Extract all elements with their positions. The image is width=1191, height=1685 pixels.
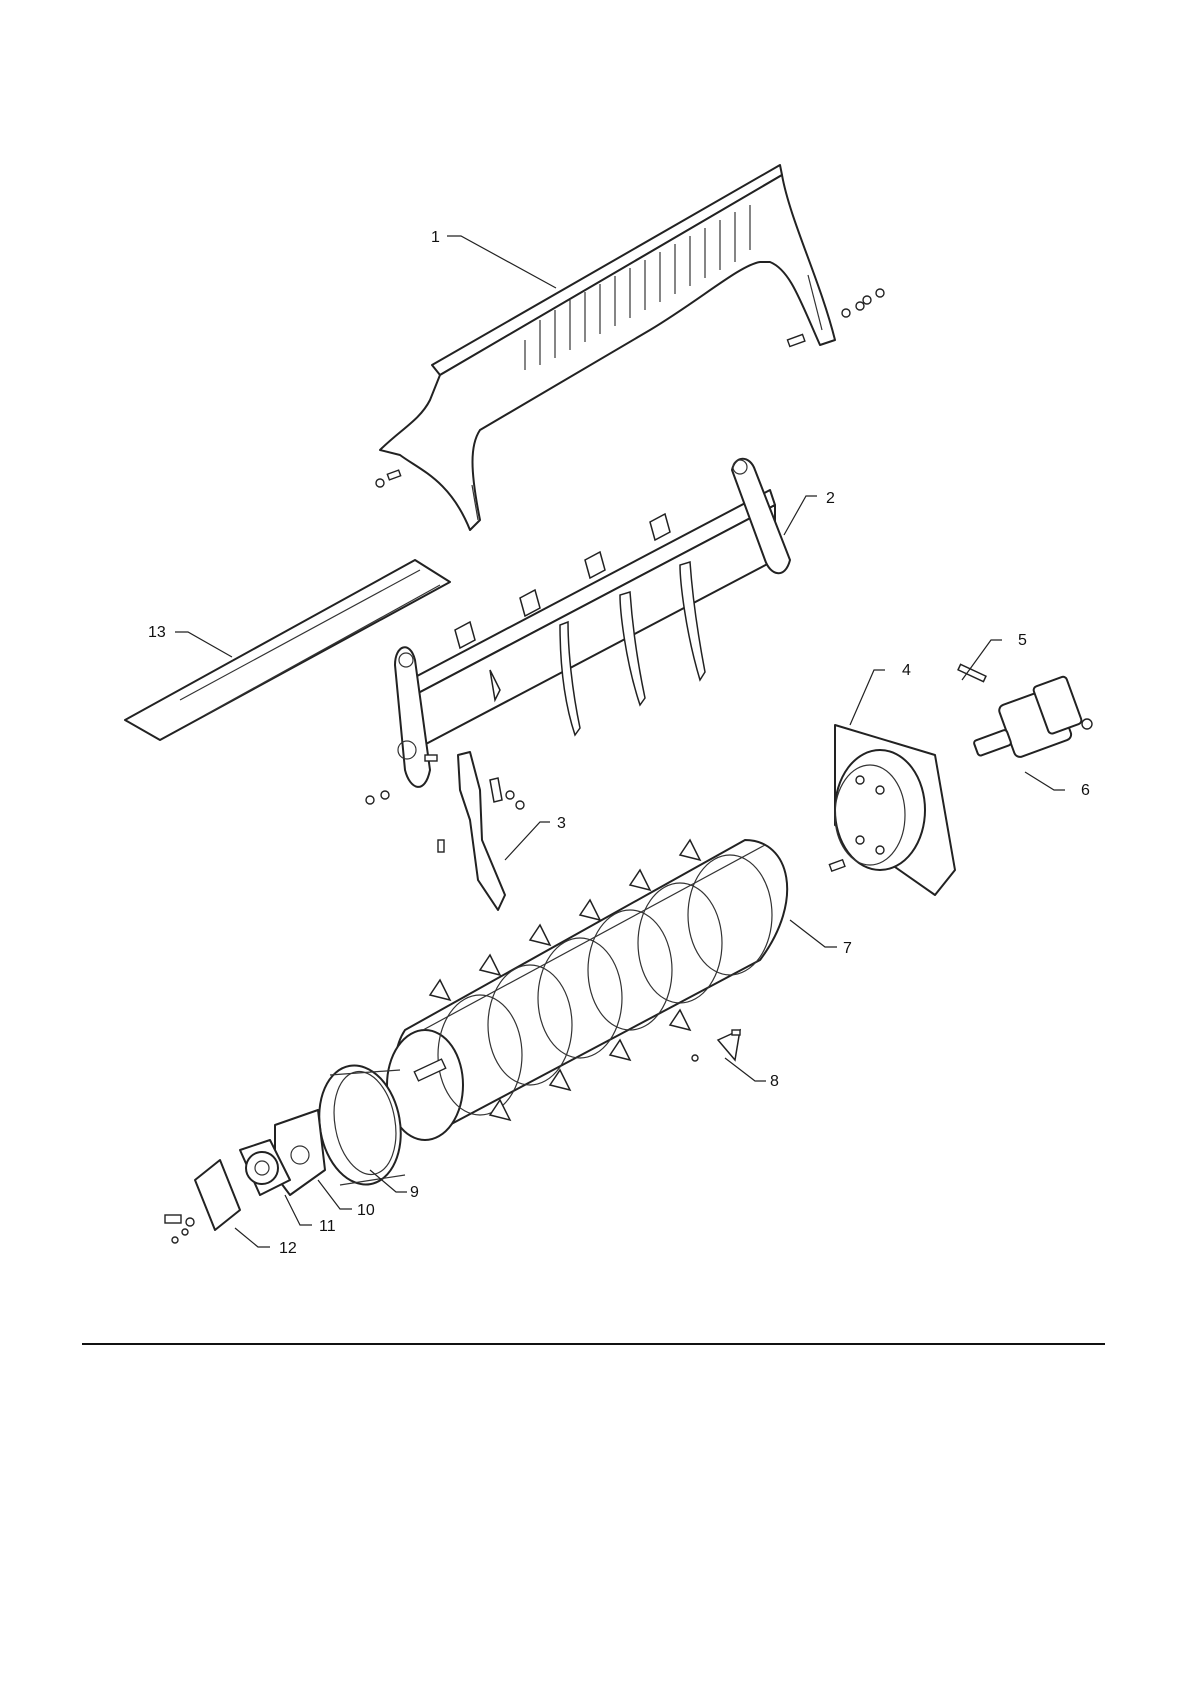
callout-8: 8 [770, 1073, 779, 1090]
callout-13: 13 [148, 624, 166, 641]
callout-7: 7 [843, 940, 852, 957]
part-7-rotor-drum [387, 840, 787, 1140]
callout-1: 1 [431, 229, 440, 246]
leader-lines [175, 236, 1065, 1247]
part-2-rotor-frame [395, 459, 790, 787]
callout-12: 12 [279, 1240, 297, 1257]
part-6-hydraulic-motor [973, 676, 1092, 759]
callout-4: 4 [902, 662, 911, 679]
part-12-shield [165, 1160, 240, 1243]
part-2-hardware [366, 755, 524, 852]
callout-6: 6 [1081, 782, 1090, 799]
part-1-guard-hood [380, 165, 835, 530]
part-3-scraper-blade [458, 752, 505, 910]
callout-5: 5 [1018, 632, 1027, 649]
part-8-bracket [692, 1030, 740, 1061]
callout-labels: 1 2 3 4 5 6 7 8 9 10 11 12 13 [148, 229, 1090, 1257]
part-4-motor-plate [829, 725, 955, 895]
callout-2: 2 [826, 490, 835, 507]
callout-11: 11 [319, 1218, 336, 1235]
callout-3: 3 [557, 815, 566, 832]
callout-10: 10 [357, 1202, 375, 1219]
bottom-divider [82, 1343, 1105, 1345]
callout-9: 9 [410, 1184, 419, 1201]
